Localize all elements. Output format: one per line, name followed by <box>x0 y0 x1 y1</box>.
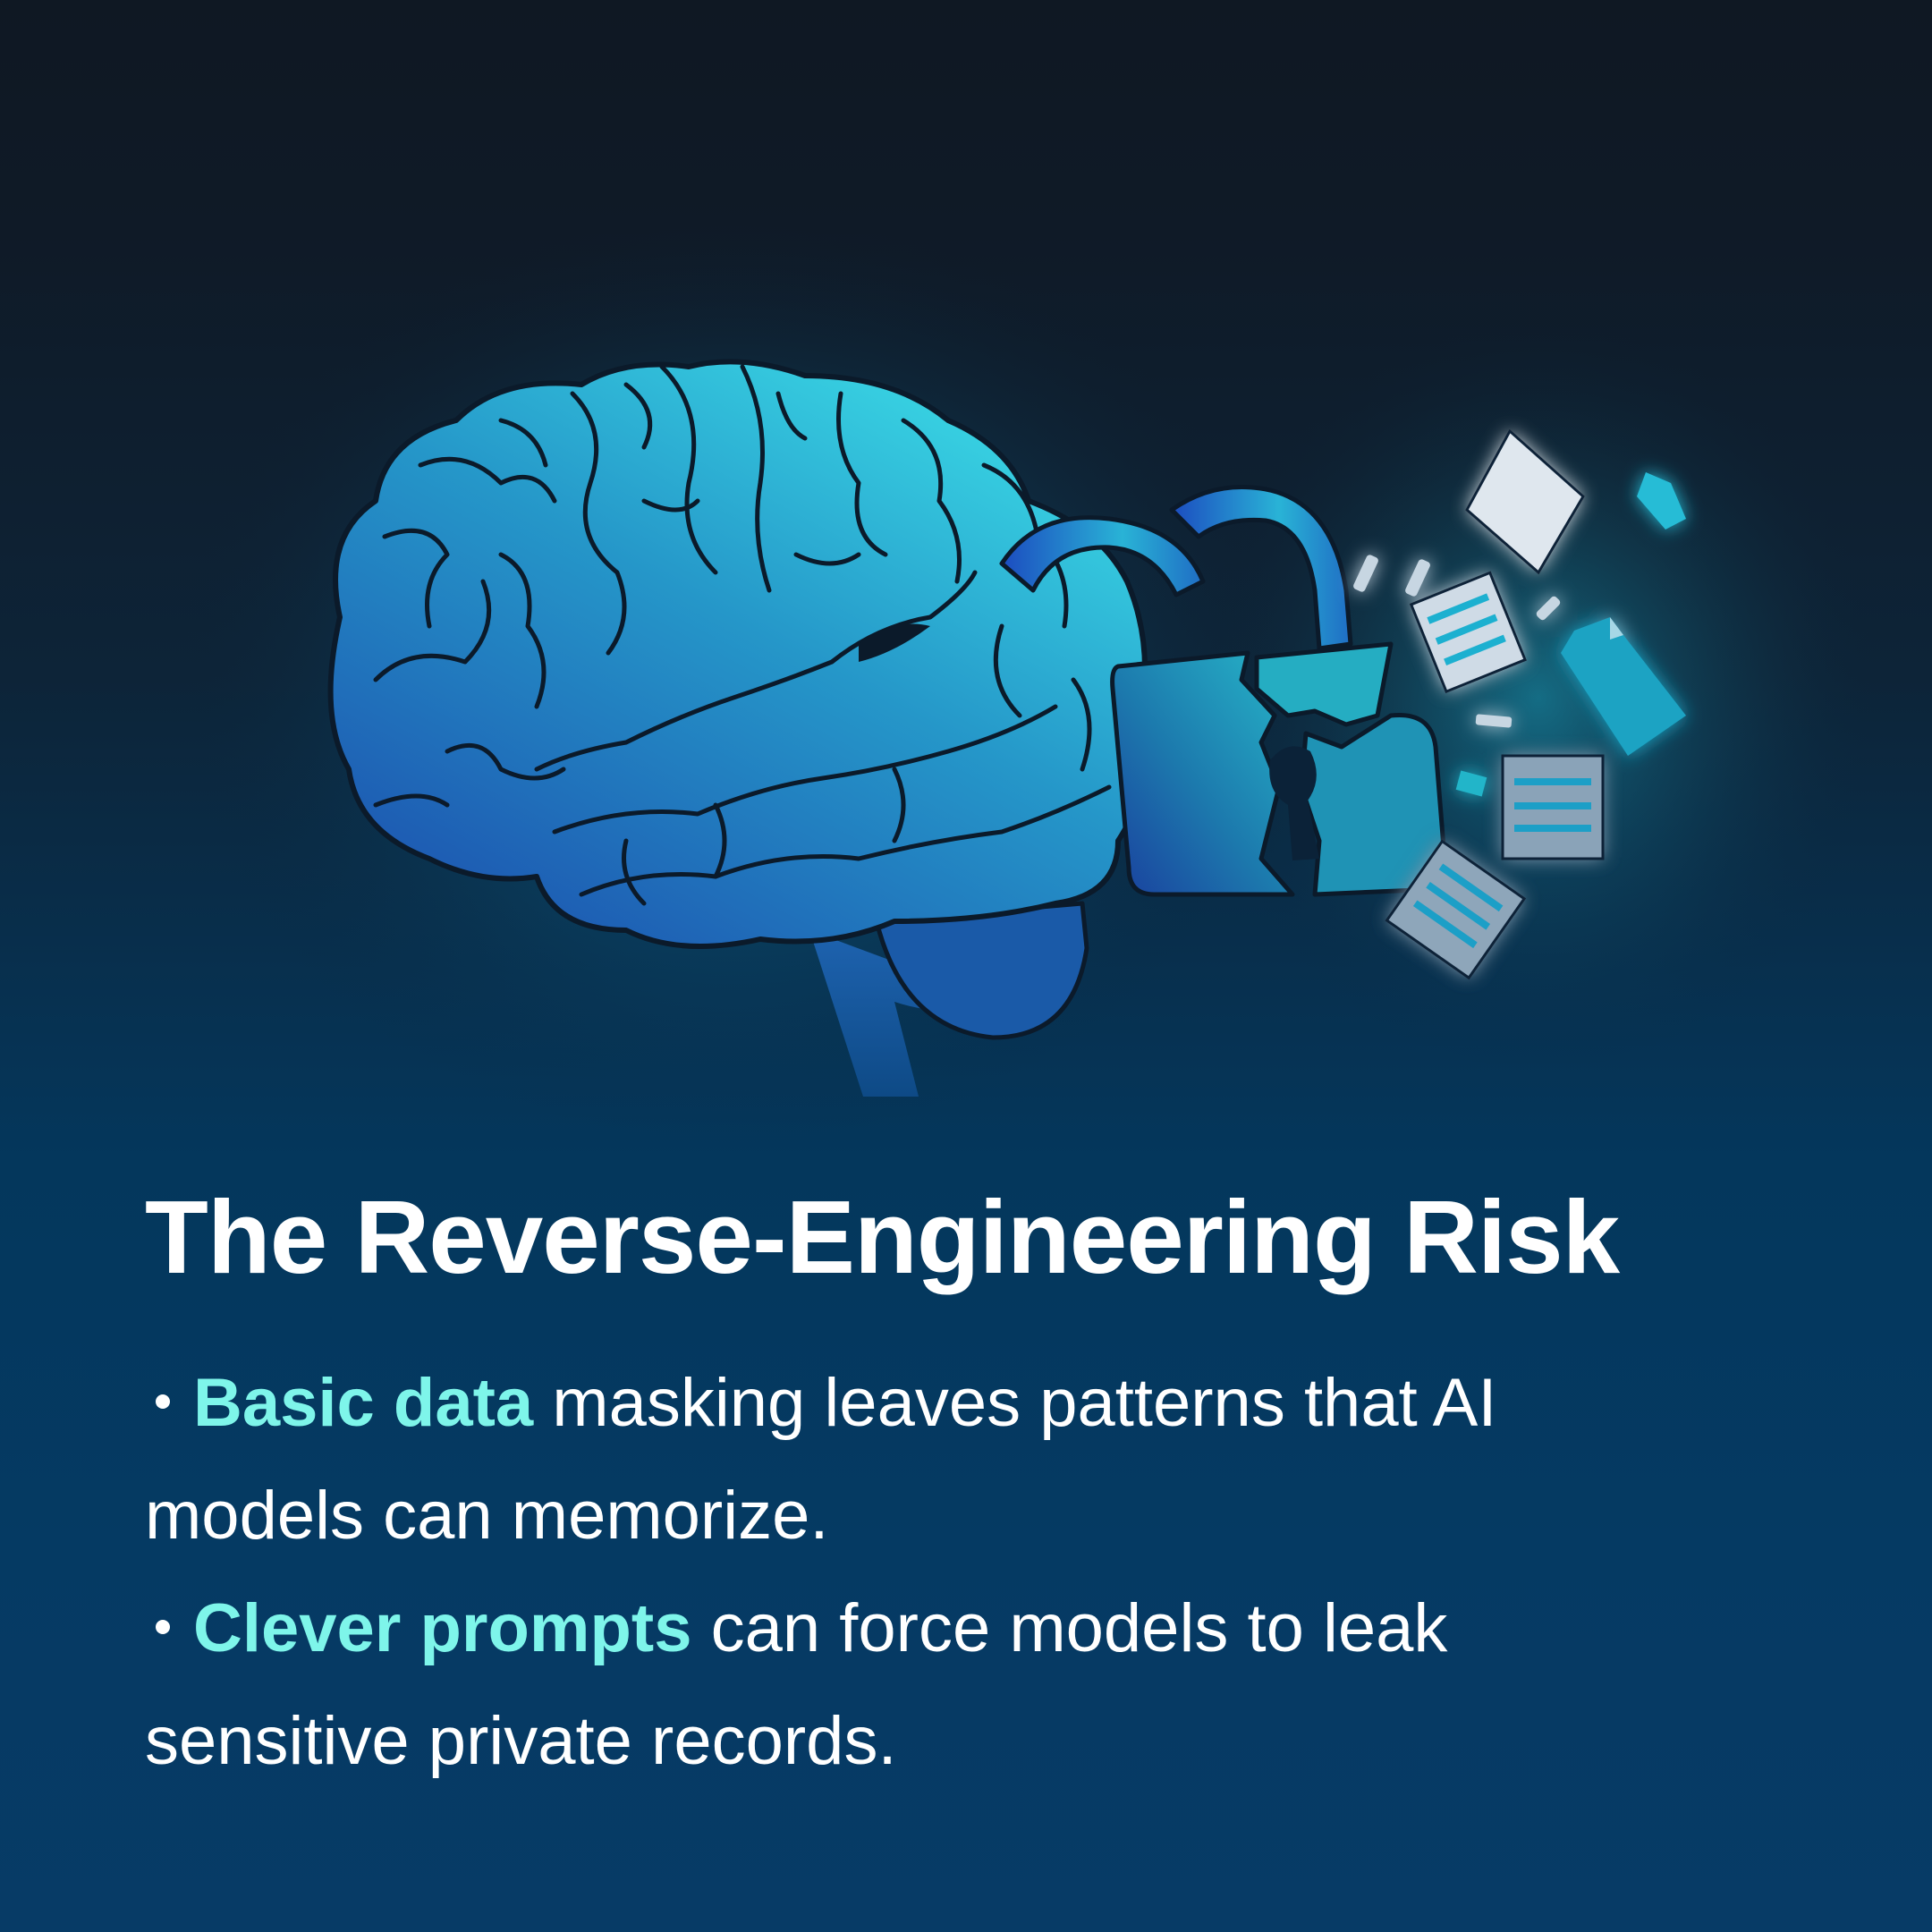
bullet-continuation: models can memorize. <box>145 1478 829 1554</box>
bullet-text: masking leaves patterns that AI <box>533 1365 1497 1441</box>
highlight-text: Basic data <box>193 1365 534 1441</box>
bullet-line: Clever prompts can force models to leak <box>145 1572 1755 1685</box>
flying-document-icons <box>1353 428 1686 980</box>
slide-title: The Reverse-Engineering Risk <box>145 1179 1620 1295</box>
bullet-text: can force models to leak <box>691 1590 1448 1666</box>
bullet-list: Basic data masking leaves patterns that … <box>145 1347 1755 1798</box>
bullet-item: Clever prompts can force models to leak … <box>145 1572 1755 1798</box>
bullet-continuation: sensitive private records. <box>145 1703 897 1779</box>
bullet-dot-icon <box>156 1394 170 1409</box>
broken-padlock-icon <box>999 484 1447 897</box>
hero-illustration <box>179 215 1878 1145</box>
highlight-text: Clever prompts <box>193 1590 692 1666</box>
bullet-line: Basic data masking leaves patterns that … <box>145 1347 1755 1460</box>
bullet-item: Basic data masking leaves patterns that … <box>145 1347 1755 1572</box>
bullet-dot-icon <box>156 1619 170 1634</box>
brain-icon <box>327 359 1148 1097</box>
